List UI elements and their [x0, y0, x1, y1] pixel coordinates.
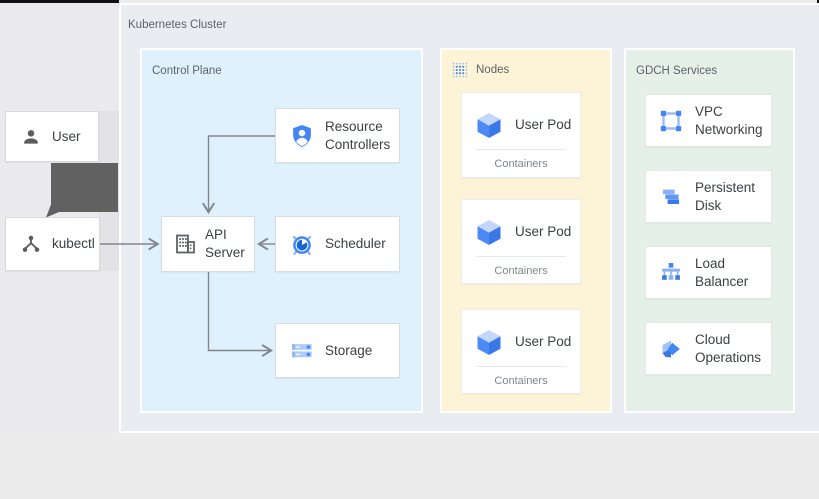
cube-icon [475, 112, 503, 139]
user-pod-row: User Pod [462, 200, 580, 250]
containers-label: Containers [494, 265, 548, 277]
scheduler-node: Scheduler [275, 216, 400, 272]
shield-person-icon [289, 123, 315, 149]
disk-stack-icon [659, 185, 683, 209]
cloud-operations-card: Cloud Operations [645, 322, 772, 375]
vpc-networking-label: VPC Networking [695, 103, 763, 137]
user-pod-row: User Pod [462, 93, 580, 143]
nodes-panel-header: Nodes [452, 62, 509, 78]
user-pod-card-1: User Pod Containers [461, 92, 581, 178]
api-server-node: API Server [161, 216, 255, 272]
top-edge-artifact [0, 0, 119, 3]
pod-divider [476, 149, 566, 150]
user-pod-label: User Pod [515, 334, 572, 350]
user-pod-label: User Pod [515, 117, 572, 133]
alarm-clock-icon [289, 231, 315, 257]
cube-icon [475, 219, 503, 246]
kubectl-node: kubectl [5, 217, 100, 271]
vpc-networking-card: VPC Networking [645, 94, 772, 147]
load-balancer-tree-icon [659, 261, 683, 285]
kubectl-branch-icon [21, 234, 41, 254]
pod-divider [476, 366, 566, 367]
server-stack-icon [289, 338, 315, 364]
user-label: User [52, 128, 81, 144]
load-balancer-card: Load Balancer [645, 246, 772, 299]
pod-divider [476, 256, 566, 257]
gdch-services-label: GDCH Services [636, 65, 718, 77]
load-balancer-label: Load Balancer [695, 255, 749, 289]
persistent-disk-label: Persistent Disk [695, 179, 756, 213]
persistent-disk-card: Persistent Disk [645, 170, 772, 223]
user-pod-row: User Pod [462, 310, 580, 360]
resource-controllers-node: Resource Controllers [275, 108, 400, 163]
building-icon [173, 232, 197, 256]
user-pod-card-2: User Pod Containers [461, 199, 581, 284]
storage-label: Storage [325, 342, 373, 358]
containers-label: Containers [494, 158, 548, 170]
user-pod-card-3: User Pod Containers [461, 309, 581, 394]
kubernetes-cluster-label: Kubernetes Cluster [128, 19, 227, 31]
user-icon [21, 127, 41, 147]
containers-label: Containers [494, 375, 548, 387]
cloud-operations-label: Cloud Operations [695, 331, 762, 365]
storage-node: Storage [275, 323, 400, 378]
kubectl-label: kubectl [52, 236, 95, 252]
control-plane-label: Control Plane [152, 65, 222, 77]
vpc-corners-icon [659, 109, 683, 133]
actor-column-strip [99, 111, 119, 271]
user-pod-label: User Pod [515, 224, 572, 240]
api-server-label: API Server [205, 227, 245, 260]
cube-icon [475, 329, 503, 356]
resource-controllers-label: Resource Controllers [325, 118, 391, 152]
dot-grid-icon [452, 62, 468, 78]
cloud-ops-cube-icon [659, 337, 683, 361]
scheduler-label: Scheduler [325, 236, 386, 252]
nodes-panel-label: Nodes [476, 64, 510, 76]
user-node: User [5, 111, 99, 162]
